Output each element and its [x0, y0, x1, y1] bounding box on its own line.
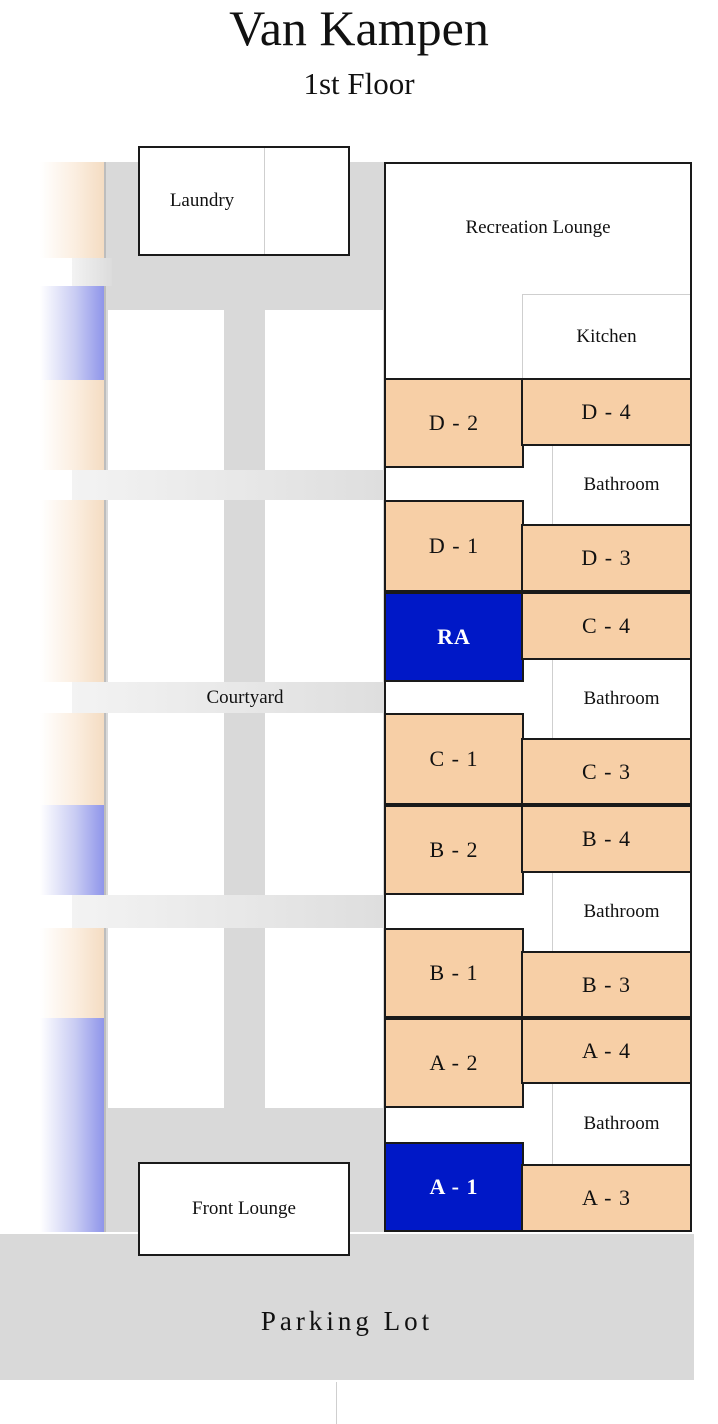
- west-wing-room: [40, 286, 106, 380]
- walkway-connector: [72, 258, 112, 286]
- courtyard-label: Courtyard: [206, 687, 284, 708]
- west-wing-room: [40, 713, 106, 805]
- courtyard-lawn: [265, 310, 383, 470]
- walkway-connector: [72, 470, 417, 500]
- room-d1: D - 1: [384, 500, 524, 592]
- room-c4: C - 4: [521, 592, 692, 660]
- courtyard-lawn: [108, 928, 224, 1108]
- front-lounge: Front Lounge: [138, 1162, 350, 1256]
- room-b2: B - 2: [384, 805, 524, 895]
- building-title: Van Kampen: [229, 0, 489, 56]
- west-wing-room: [40, 500, 106, 592]
- west-wing-room: [40, 928, 106, 1018]
- courtyard-lawn: [108, 500, 224, 682]
- room-c1: C - 1: [384, 713, 524, 805]
- parking-lot: Parking Lot: [0, 1234, 694, 1380]
- divider-line: [336, 1382, 337, 1424]
- courtyard-lawn: [108, 310, 224, 470]
- recreation-lounge: Recreation Lounge: [465, 217, 611, 238]
- walkway-connector: [72, 895, 417, 928]
- room-a2: A - 2: [384, 1018, 524, 1108]
- laundry-label: Laundry: [169, 190, 235, 211]
- room-d2: D - 2: [384, 378, 524, 468]
- west-wing-room: [40, 592, 106, 682]
- room-d3: D - 3: [521, 524, 692, 592]
- front-lounge-label: Front Lounge: [192, 1198, 296, 1219]
- west-wing-room: [40, 1018, 106, 1232]
- room-a3: A - 3: [521, 1164, 692, 1232]
- walkway-connector: [72, 682, 417, 713]
- bathroom-a: Bathroom: [552, 1084, 690, 1164]
- west-wing-room: [40, 380, 106, 470]
- bathroom-b: Bathroom: [552, 873, 690, 951]
- laundry-divider: [264, 148, 265, 254]
- room-c3: C - 3: [521, 738, 692, 805]
- courtyard-lawn: [265, 928, 383, 1108]
- west-wing-room: [40, 805, 106, 895]
- kitchen: Kitchen: [522, 294, 690, 378]
- room-ra: RA: [384, 592, 524, 682]
- bathroom-c: Bathroom: [552, 660, 690, 738]
- bathroom-d: Bathroom: [552, 446, 690, 524]
- floor-subtitle: 1st Floor: [303, 66, 415, 101]
- west-wing-room: [40, 162, 106, 258]
- courtyard-lawn: [265, 713, 383, 895]
- laundry-room: Laundry: [138, 146, 350, 256]
- room-b4: B - 4: [521, 805, 692, 873]
- room-a1: A - 1: [384, 1142, 524, 1232]
- room-d4: D - 4: [521, 378, 692, 446]
- room-b3: B - 3: [521, 951, 692, 1018]
- room-b1: B - 1: [384, 928, 524, 1018]
- room-a4: A - 4: [521, 1018, 692, 1084]
- courtyard-lawn: [108, 713, 224, 895]
- courtyard-lawn: [265, 500, 383, 682]
